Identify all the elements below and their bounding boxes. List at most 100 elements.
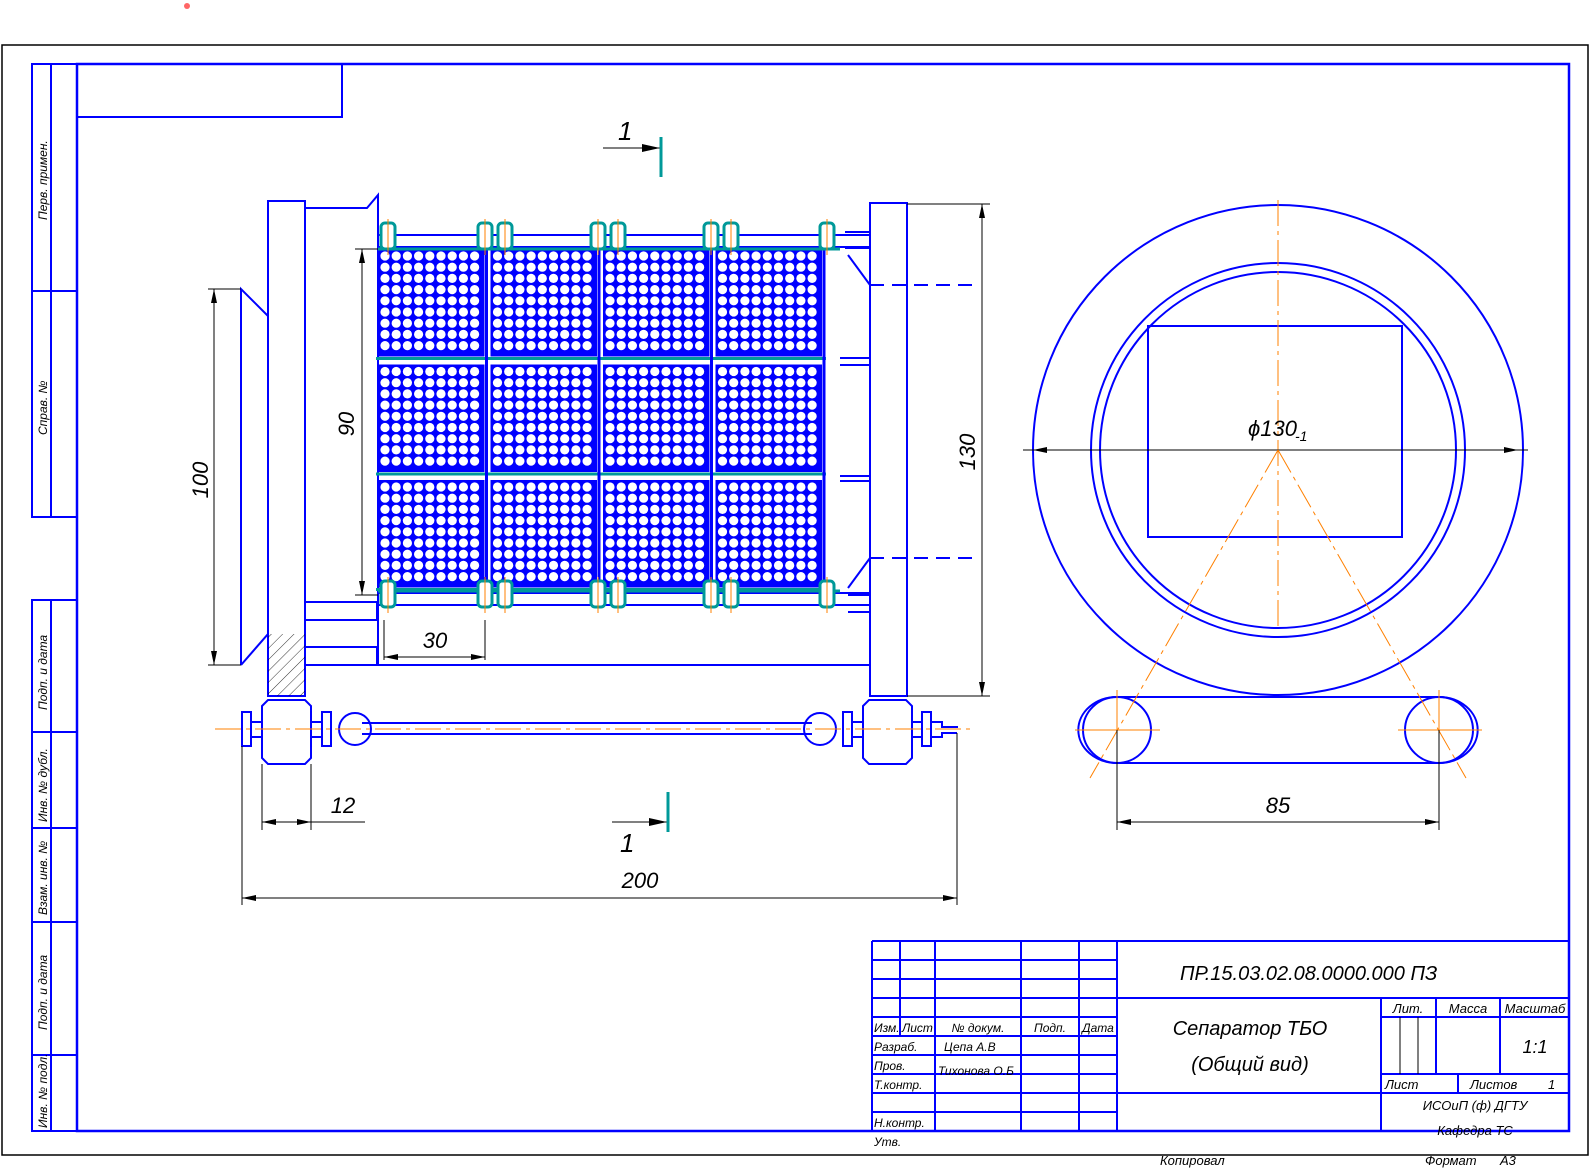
dimension-screen-height: 90 [334,411,359,436]
bearing-icon [921,711,932,747]
sheet-label: Лист [1384,1077,1419,1092]
section-label-bottom: 1 [620,828,634,858]
bolt-icon [496,577,514,613]
section-mark-bottom: 1 [612,792,670,858]
screen-cell [601,249,714,365]
bolt-icon [609,577,627,613]
bolt-icon [476,219,494,255]
dimension-bearing-width: 12 [331,793,355,818]
section-mark-top: 1 [603,116,663,177]
bearing-icon [321,711,332,747]
drawing-frame [75,62,1571,1133]
dimension-cell-width: 30 [423,628,448,653]
role-label: Пров. [874,1059,906,1073]
dimension-height-left: 100 [188,461,213,498]
mass-label: Масса [1449,1001,1487,1016]
section-label-top: 1 [618,116,632,146]
drawing-subtitle: (Общий вид) [1191,1054,1309,1076]
diameter-tolerance: -1 [1295,428,1307,444]
side-stamp-label: Инв. № подл. [36,1054,50,1128]
scale-label: Масштаб [1505,1001,1566,1016]
screen-cell [601,364,714,480]
side-stamp-top: Перв. примен. Справ. № [31,63,78,518]
bolt-icon [379,219,397,255]
side-stamp-label: Подп. и дата [36,635,50,710]
diameter-label: ϕ130 [1248,416,1298,441]
right-bearing-housing [862,699,913,765]
screen-cell [713,249,826,365]
screen-cell [713,364,826,480]
drum-window [1147,325,1403,538]
header-date: Дата [1080,1021,1114,1035]
inlet-chute [240,286,269,665]
side-stamp-label: Инв. № дубл. [36,748,50,822]
sheet-trim-border [1,44,1589,1156]
left-bearing-housing [261,699,312,765]
role-label: Разраб. [874,1040,917,1054]
header-list: Лист [901,1021,933,1035]
lit-label: Лит. [1392,1001,1423,1016]
screen-grid [376,219,870,613]
screen-cell [601,480,714,596]
screen-cell [488,249,601,365]
format-label: Формат [1425,1153,1477,1168]
screen-cell [488,480,601,596]
role-name: Цепа А.В [944,1040,996,1054]
sheets-value: 1 [1548,1077,1555,1092]
header-izm: Изм. [874,1021,900,1035]
sheets-label: Листов [1469,1077,1518,1092]
bolt-icon [379,577,397,613]
screen-cell [713,480,826,596]
title-block: ПР.15.03.02.08.0000.000 ПЗ Сепаратор ТБО… [871,940,1569,1168]
scale-value: 1:1 [1522,1037,1547,1057]
side-stamp-label: Перв. примен. [36,140,50,220]
bolt-icon [818,219,836,255]
screen-cell [488,364,601,480]
copied-label: Копировал [1160,1153,1225,1168]
role-label: Т.контр. [874,1078,922,1092]
screen-cell [376,249,489,365]
bearing-icon [241,711,252,747]
side-view: ϕ130 -1 85 [1023,200,1528,830]
hatched-support [304,601,378,621]
bolt-icon [476,577,494,613]
bolt-icon [609,219,627,255]
bolt-icon [818,577,836,613]
department: Кафедра ТС [1437,1123,1513,1138]
bolt-icon [722,577,740,613]
dimension-roller-spacing: 85 [1266,793,1291,818]
role-name: Тихонова О.Б [938,1064,1014,1078]
right-post [869,202,908,697]
header-doc-no: № докум. [952,1021,1005,1035]
bearing-icon [842,711,853,747]
bolt-icon [722,219,740,255]
organization: ИСОиП (ф) ДГТУ [1423,1098,1529,1113]
side-stamp-label: Справ. № [36,380,50,435]
role-label: Утв. [873,1135,901,1149]
role-label: Н.контр. [874,1116,925,1130]
dimension-lines: 100 90 30 130 12 [188,203,990,905]
format-value: А3 [1499,1153,1517,1168]
side-stamp-label: Взам. инв. № [36,841,50,915]
hatched-support [304,646,378,666]
bolt-icon [702,577,720,613]
side-stamp-label: Подп. и дата [36,955,50,1030]
document-code: ПР.15.03.02.08.0000.000 ПЗ [1180,963,1437,985]
bolt-icon [589,577,607,613]
bolt-icon [702,219,720,255]
top-left-stamp-box [76,63,343,118]
origin-marker-icon [184,3,190,9]
header-sign: Подп. [1034,1021,1066,1035]
screen-cell [376,364,489,480]
dimension-overall-length: 200 [621,868,659,893]
side-stamp-bottom: Подп. и дата Инв. № дубл. Взам. инв. № П… [31,599,78,1132]
front-view: 100 90 30 130 12 [188,116,990,905]
screen-cell [376,480,489,596]
drawing-title: Сепаратор ТБО [1173,1018,1328,1040]
dimension-frame-height: 130 [955,433,980,470]
left-post [267,200,306,697]
bolt-icon [589,219,607,255]
drive-shaft [215,699,972,765]
bolt-icon [496,219,514,255]
